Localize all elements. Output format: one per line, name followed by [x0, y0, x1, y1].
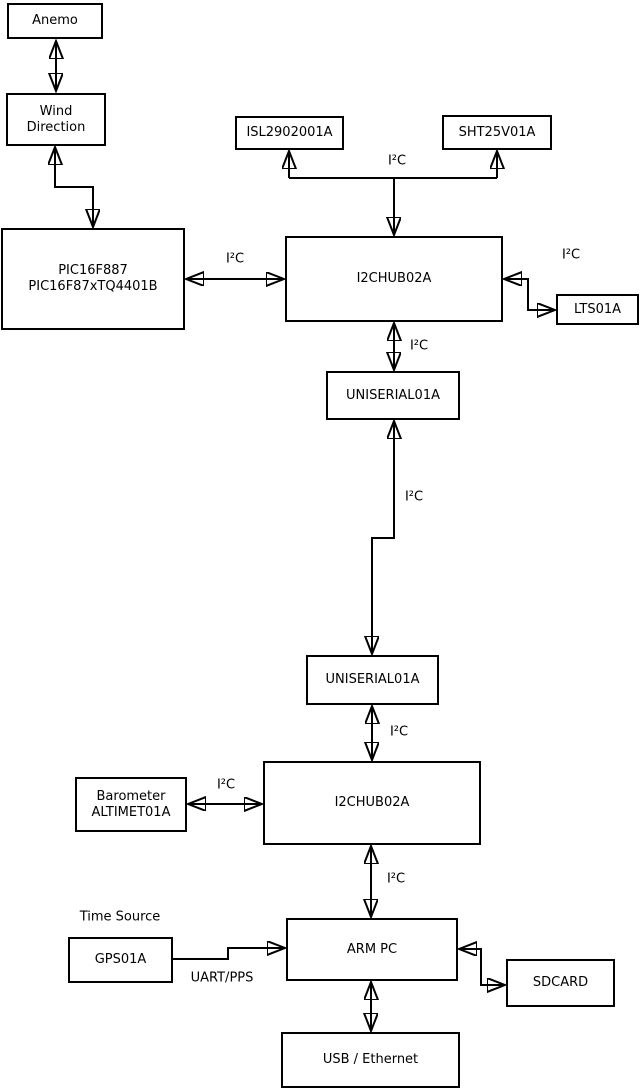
- node-wind-direction-label-line2: Direction: [26, 119, 86, 135]
- edge-label-bus-i2c: I²C: [387, 153, 407, 169]
- node-i2chub02a-top: I2CHUB02A: [285, 236, 503, 322]
- node-i2chub02a-top-label: I2CHUB02A: [356, 271, 432, 287]
- edge-i2chub-top-lts: [504, 279, 555, 310]
- edge-label-time-source: Time Source: [79, 909, 161, 925]
- node-uniserial01a-bottom: UNISERIAL01A: [306, 655, 439, 705]
- edge-label-hub2-armpc-i2c: I²C: [386, 871, 406, 887]
- node-uniserial01a-top-label: UNISERIAL01A: [346, 387, 440, 403]
- edge-armpc-sdcard: [459, 949, 505, 985]
- node-isl2902001a-label: ISL2902001A: [246, 125, 333, 141]
- node-anemo: Anemo: [7, 3, 103, 39]
- edge-gps-armpc: [173, 948, 285, 960]
- node-pic16f887: PIC16F887 PIC16F87xTQ4401B: [1, 228, 185, 330]
- node-sdcard-label: SDCARD: [532, 975, 589, 991]
- edge-label-uniserial-link-i2c: I²C: [404, 489, 424, 505]
- node-arm-pc: ARM PC: [286, 918, 458, 981]
- node-usb-ethernet: USB / Ethernet: [281, 1032, 460, 1088]
- node-pic16f887-label-line1: PIC16F887: [58, 263, 128, 279]
- edge-label-hub-uniserial-i2c: I²C: [409, 338, 429, 354]
- node-isl2902001a: ISL2902001A: [235, 116, 344, 150]
- node-usb-ethernet-label: USB / Ethernet: [322, 1052, 419, 1068]
- node-arm-pc-label: ARM PC: [346, 941, 398, 957]
- node-gps01a-label: GPS01A: [94, 952, 147, 968]
- node-i2chub02a-bottom: I2CHUB02A: [263, 761, 481, 845]
- edge-label-barometer-hub-i2c: I²C: [216, 777, 236, 793]
- node-uniserial01a-top: UNISERIAL01A: [326, 371, 460, 420]
- edge-wind-direction-pic: [55, 147, 93, 227]
- node-i2chub02a-bottom-label: I2CHUB02A: [334, 795, 410, 811]
- node-anemo-label: Anemo: [32, 13, 78, 29]
- node-wind-direction-label-line1: Wind: [39, 103, 73, 119]
- node-barometer-altimet01a: Barometer ALTIMET01A: [75, 777, 187, 832]
- edge-label-uart-pps: UART/PPS: [190, 970, 254, 986]
- node-sht25v01a-label: SHT25V01A: [458, 124, 536, 140]
- node-barometer-label-line1: Barometer: [96, 788, 166, 804]
- node-lts01a: LTS01A: [556, 294, 639, 325]
- node-uniserial01a-bottom-label: UNISERIAL01A: [325, 672, 420, 688]
- node-sdcard: SDCARD: [506, 959, 615, 1007]
- node-gps01a: GPS01A: [68, 937, 173, 983]
- edge-label-hub-lts-i2c: I²C: [561, 247, 581, 263]
- edge-label-uniserial-hub2-i2c: I²C: [389, 724, 409, 740]
- node-sht25v01a: SHT25V01A: [442, 115, 552, 150]
- node-wind-direction: Wind Direction: [6, 93, 106, 146]
- edge-uniserial-top-uniserial-bottom: [372, 421, 394, 654]
- node-pic16f887-label-line2: PIC16F87xTQ4401B: [28, 279, 158, 294]
- node-lts01a-label: LTS01A: [573, 301, 622, 317]
- node-barometer-label-line2: ALTIMET01A: [91, 804, 171, 820]
- edge-label-pic-hub-i2c: I²C: [225, 251, 245, 267]
